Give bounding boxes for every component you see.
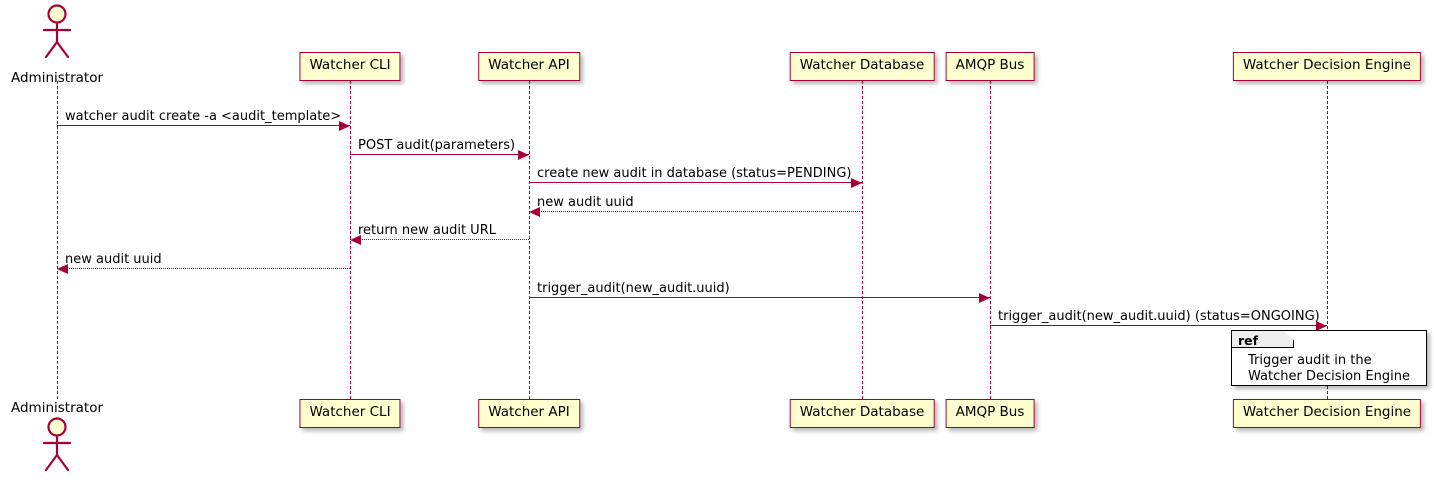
lifeline-amqp-bus xyxy=(990,81,991,399)
message-line-m4 xyxy=(529,211,862,212)
ref-fragment-keyword: ref xyxy=(1232,331,1294,348)
participant-amqp-bus-top[interactable]: AMQP Bus xyxy=(945,52,1035,81)
participant-watcher-api-top[interactable]: Watcher API xyxy=(478,52,580,81)
message-label-m4: new audit uuid xyxy=(537,195,634,210)
actor-figure-administrator xyxy=(34,4,80,60)
participant-watcher-db-top[interactable]: Watcher Database xyxy=(789,52,935,81)
message-arrowhead-m3 xyxy=(851,177,862,188)
participant-decision-engine-bottom[interactable]: Watcher Decision Engine xyxy=(1232,399,1422,428)
lifeline-decision-engine xyxy=(1327,81,1328,399)
message-arrowhead-m4 xyxy=(529,206,540,217)
message-arrowhead-m5 xyxy=(350,234,361,245)
message-label-m3: create new audit in database (status=PEN… xyxy=(537,166,852,181)
message-line-m1 xyxy=(57,125,350,126)
lifeline-administrator xyxy=(57,81,58,399)
participant-decision-engine-top[interactable]: Watcher Decision Engine xyxy=(1232,52,1422,81)
lifeline-watcher-api xyxy=(529,81,530,399)
participant-watcher-cli-top[interactable]: Watcher CLI xyxy=(299,52,401,81)
message-line-m7 xyxy=(529,297,990,298)
actor-label-administrator: Administrator xyxy=(10,70,104,86)
message-arrowhead-m7 xyxy=(979,292,990,303)
lifeline-watcher-db xyxy=(862,81,863,399)
message-label-m7: trigger_audit(new_audit.uuid) xyxy=(537,281,730,296)
message-label-m6: new audit uuid xyxy=(65,252,162,267)
message-arrowhead-m2 xyxy=(518,149,529,160)
participant-watcher-db-bottom[interactable]: Watcher Database xyxy=(789,399,935,428)
message-line-m8 xyxy=(990,325,1327,326)
participant-watcher-cli-bottom[interactable]: Watcher CLI xyxy=(299,399,401,428)
actor-figure-administrator xyxy=(34,417,80,473)
message-label-m8: trigger_audit(new_audit.uuid) (status=ON… xyxy=(998,309,1320,324)
ref-fragment-text: Trigger audit in the Watcher Decision En… xyxy=(1248,353,1410,384)
message-label-m2: POST audit(parameters) xyxy=(358,138,516,153)
message-arrowhead-m6 xyxy=(57,263,68,274)
message-arrowhead-m1 xyxy=(339,120,350,131)
participant-watcher-api-bottom[interactable]: Watcher API xyxy=(478,399,580,428)
actor-label-administrator: Administrator xyxy=(10,400,104,416)
message-line-m6 xyxy=(57,268,350,269)
message-line-m3 xyxy=(529,182,862,183)
participant-amqp-bus-bottom[interactable]: AMQP Bus xyxy=(945,399,1035,428)
message-arrowhead-m8 xyxy=(1316,320,1327,331)
message-label-m5: return new audit URL xyxy=(358,223,496,238)
ref-fragment[interactable]: ref Trigger audit in the Watcher Decisio… xyxy=(1231,330,1427,386)
message-label-m1: watcher audit create -a <audit_template> xyxy=(65,109,342,124)
message-line-m2 xyxy=(350,154,529,155)
message-line-m5 xyxy=(350,239,529,240)
